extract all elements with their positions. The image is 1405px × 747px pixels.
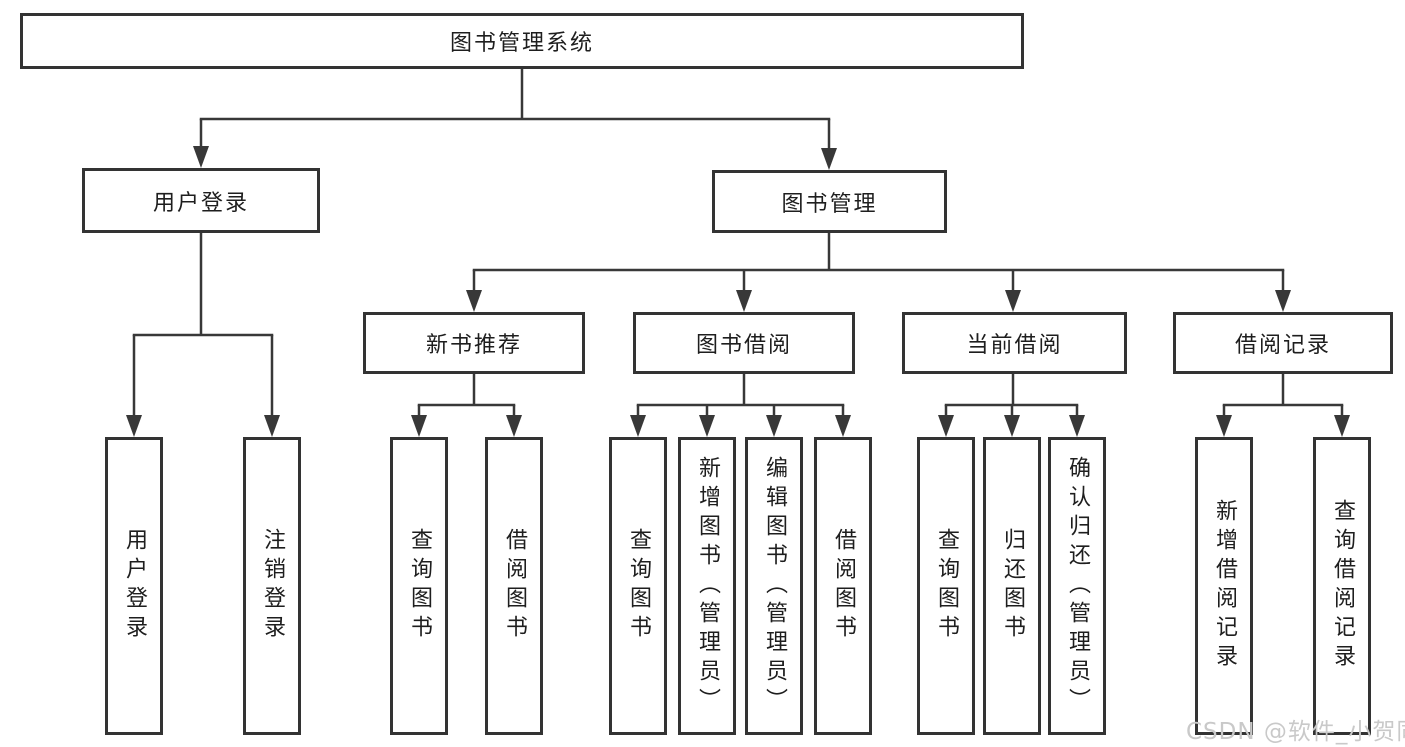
leaf-bb-query-books: 查询图书 — [609, 437, 667, 735]
node-current-borrowing-label: 当前借阅 — [966, 333, 1063, 358]
leaf-cb-return-books-label: 归还图书 — [1000, 528, 1025, 644]
leaf-nbr-query-books-label: 查询图书 — [407, 528, 432, 644]
leaf-cb-query-books-label: 查询图书 — [934, 528, 959, 644]
node-new-book-recommend-label: 新书推荐 — [425, 333, 522, 358]
connector-user-login-to-leaves — [126, 233, 280, 437]
leaf-nbr-query-books: 查询图书 — [390, 437, 448, 735]
connector-root-to-level2 — [193, 69, 837, 170]
leaf-user-login-label: 用户登录 — [122, 528, 147, 644]
csdn-watermark: CSDN @软件_小贺同学 — [1186, 719, 1405, 745]
leaf-bb-borrow-books-label: 借阅图书 — [831, 528, 856, 644]
node-book-borrowing: 图书借阅 — [633, 312, 855, 374]
leaf-br-add-record: 新增借阅记录 — [1195, 437, 1253, 735]
leaf-bb-query-books-label: 查询图书 — [626, 528, 651, 644]
node-root-system-label: 图书管理系统 — [449, 31, 594, 56]
connector-book-borrow-to-leaves — [630, 374, 851, 437]
leaf-cb-confirm-return-admin: 确认归还（管理员） — [1048, 437, 1106, 735]
leaf-bb-edit-books-admin-label: 编辑图书（管理员） — [762, 455, 787, 717]
node-user-login-label: 用户登录 — [152, 190, 249, 216]
connector-borrow-records-to-leaves — [1216, 374, 1350, 437]
connector-new-book-rec-to-leaves — [411, 374, 522, 437]
leaf-bb-edit-books-admin: 编辑图书（管理员） — [745, 437, 803, 735]
leaf-logout-label: 注销登录 — [260, 528, 285, 644]
node-borrowing-records-label: 借阅记录 — [1234, 333, 1331, 358]
node-root-system: 图书管理系统 — [20, 13, 1024, 69]
node-current-borrowing: 当前借阅 — [902, 312, 1127, 374]
connector-book-mgmt-to-level3 — [466, 233, 1291, 312]
leaf-br-query-record: 查询借阅记录 — [1313, 437, 1371, 735]
node-book-management-label: 图书管理 — [781, 191, 878, 217]
leaf-br-add-record-label: 新增借阅记录 — [1212, 499, 1237, 673]
leaf-bb-add-books-admin: 新增图书（管理员） — [678, 437, 736, 735]
leaf-br-query-record-label: 查询借阅记录 — [1330, 499, 1355, 673]
leaf-cb-query-books: 查询图书 — [917, 437, 975, 735]
leaf-nbr-borrow-books-label: 借阅图书 — [502, 528, 527, 644]
connector-current-borrow-to-leaves — [938, 374, 1085, 437]
leaf-nbr-borrow-books: 借阅图书 — [485, 437, 543, 735]
node-borrowing-records: 借阅记录 — [1173, 312, 1393, 374]
leaf-bb-borrow-books: 借阅图书 — [814, 437, 872, 735]
leaf-cb-confirm-return-admin-label: 确认归还（管理员） — [1065, 455, 1090, 717]
leaf-cb-return-books: 归还图书 — [983, 437, 1041, 735]
node-user-login: 用户登录 — [82, 168, 320, 233]
leaf-bb-add-books-admin-label: 新增图书（管理员） — [695, 455, 720, 717]
node-book-borrowing-label: 图书借阅 — [695, 333, 792, 358]
leaf-user-login: 用户登录 — [105, 437, 163, 735]
node-book-management: 图书管理 — [712, 170, 947, 233]
node-new-book-recommend: 新书推荐 — [363, 312, 585, 374]
leaf-logout: 注销登录 — [243, 437, 301, 735]
